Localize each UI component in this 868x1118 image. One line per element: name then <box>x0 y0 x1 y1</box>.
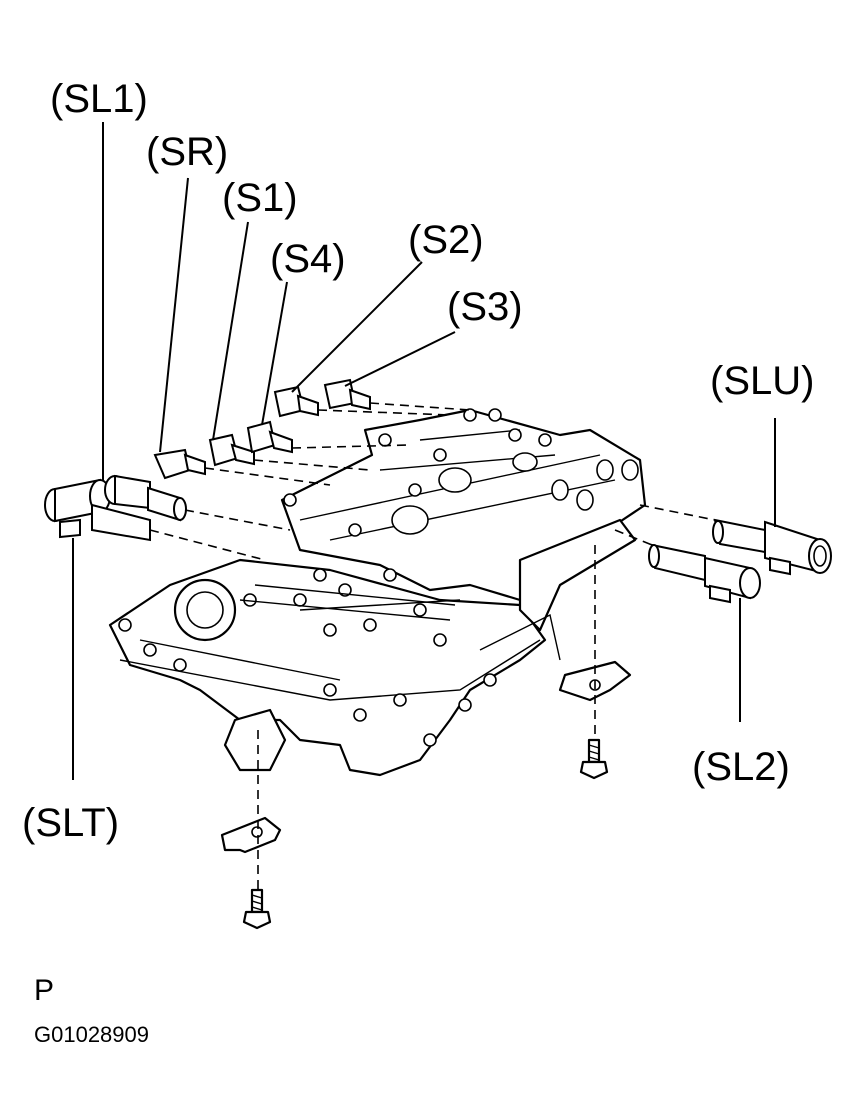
solenoid-guides <box>149 402 716 561</box>
label-sr: (SR) <box>146 130 228 174</box>
leader-lines <box>72 122 776 780</box>
label-sl2: (SL2) <box>692 745 790 789</box>
label-slt: (SLT) <box>22 801 119 845</box>
label-s1: (S1) <box>222 176 298 220</box>
solenoid-s4 <box>246 420 293 454</box>
view-letter: P <box>34 974 54 1007</box>
solenoid-s1 <box>208 433 255 467</box>
label-s3: (S3) <box>447 285 523 329</box>
solenoid-sr <box>153 448 206 480</box>
label-slu: (SLU) <box>710 359 814 403</box>
solenoid-s3 <box>323 378 371 411</box>
label-sl1: (SL1) <box>50 77 148 121</box>
figure-code: G01028909 <box>34 1022 149 1047</box>
solenoid-slu <box>712 518 832 576</box>
solenoid-slt <box>44 478 151 542</box>
label-s4: (S4) <box>270 237 346 281</box>
solenoid-sl2 <box>648 543 761 604</box>
label-s2: (S2) <box>408 218 484 262</box>
solenoid-s2 <box>273 385 319 418</box>
left-bolt <box>242 888 272 930</box>
solenoid-sl1 <box>104 474 187 522</box>
right-bolt <box>579 738 609 780</box>
left-bracket <box>220 816 282 854</box>
valve-body <box>108 408 647 777</box>
